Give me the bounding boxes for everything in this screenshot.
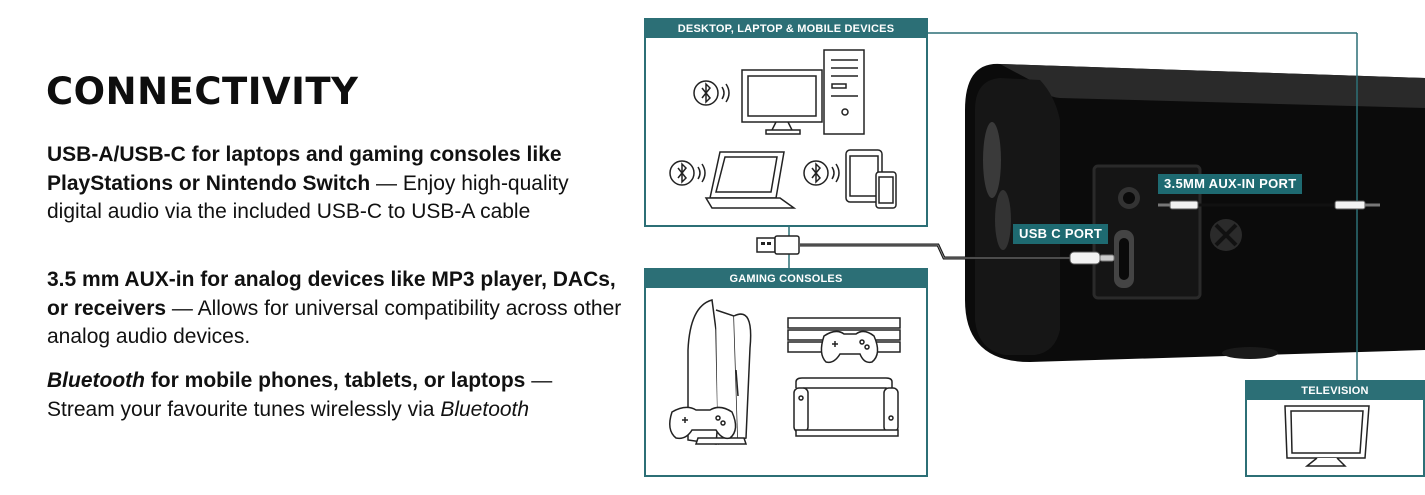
usbc-port-label: USB C PORT <box>1013 224 1109 244</box>
devices-box-title: DESKTOP, LAPTOP & MOBILE DEVICES <box>646 20 926 38</box>
bluetooth-description: Bluetooth for mobile phones, tablets, or… <box>47 367 622 424</box>
usb-a-plug-icon <box>756 235 800 255</box>
desktop-computer-icon <box>741 49 865 135</box>
bluetooth-description-bold: for mobile phones, tablets, or laptops <box>144 369 526 392</box>
aux-description-bold: 3.5 mm AUX-in for analog devices like MP… <box>47 268 616 320</box>
aux-description-text: — Allows for universal compatibility acr… <box>47 296 622 349</box>
gamepad-icon <box>820 330 879 364</box>
devices-box: DESKTOP, LAPTOP & MOBILE DEVICES <box>644 18 928 227</box>
laptop-icon <box>704 151 797 209</box>
television-icon <box>1284 405 1370 467</box>
bluetooth-icon <box>669 160 706 186</box>
aux-port-label: 3.5MM AUX-IN PORT <box>1158 174 1303 194</box>
usb-description: USB-A/USB-C for laptops and gaming conso… <box>47 141 622 227</box>
tv-box-title: TELEVISION <box>1247 382 1423 400</box>
bluetooth-icon <box>693 80 730 106</box>
consoles-box-title: GAMING CONSOLES <box>646 270 926 288</box>
usb-description-text: — Enjoy high-quality digital audio via t… <box>47 171 569 224</box>
bluetooth-icon <box>803 160 840 186</box>
consoles-box: GAMING CONSOLES <box>644 268 928 477</box>
soundbar-image <box>965 63 1425 362</box>
switch-console-icon <box>793 377 899 437</box>
gamepad-icon <box>669 406 737 440</box>
bluetooth-description-end: Bluetooth <box>440 397 530 421</box>
tablet-icon <box>845 149 883 203</box>
usb-cable <box>800 243 1115 265</box>
bluetooth-description-text: — Stream your favourite tunes wirelessly… <box>47 369 553 421</box>
tv-box: TELEVISION <box>1245 380 1425 477</box>
usb-description-bold: USB-A/USB-C for laptops and gaming conso… <box>47 143 562 195</box>
aux-description: 3.5 mm AUX-in for analog devices like MP… <box>47 266 622 352</box>
aux-cable <box>1158 200 1380 210</box>
page-title: CONNECTIVITY <box>46 70 359 113</box>
phone-icon <box>875 171 897 209</box>
bluetooth-description-bold-italic: Bluetooth <box>47 369 145 392</box>
ps5-console-icon <box>687 299 752 445</box>
